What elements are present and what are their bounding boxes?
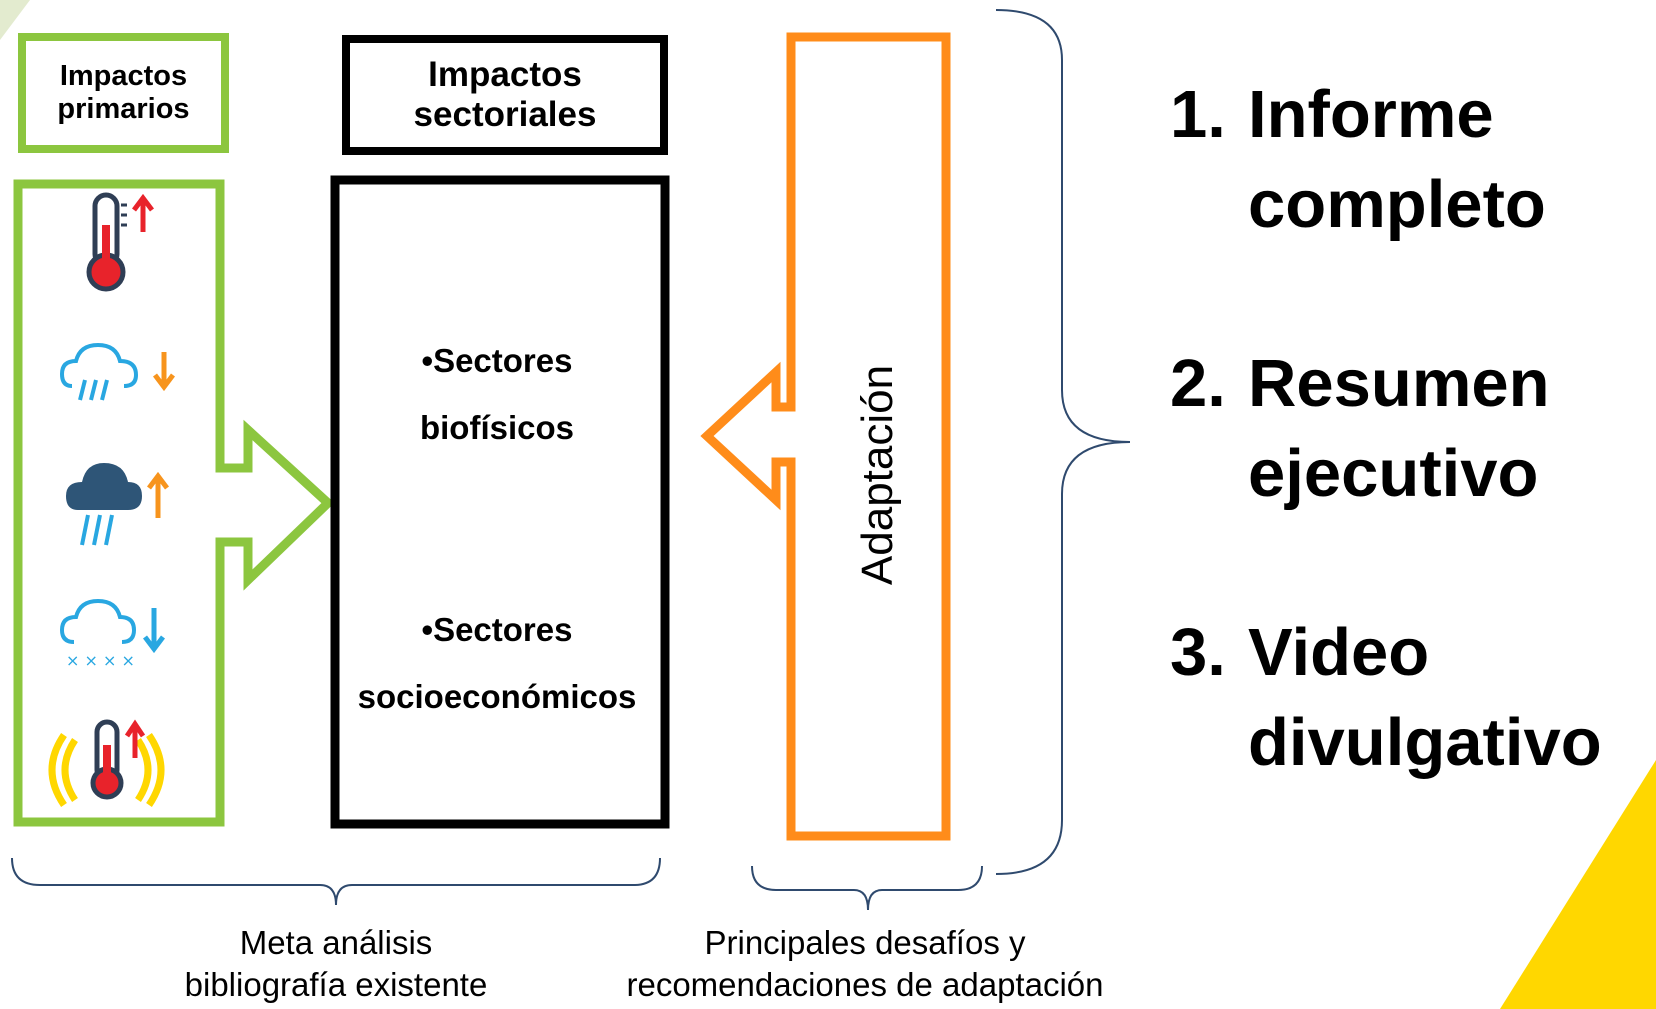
- thermometer-up-icon: [86, 192, 154, 292]
- sector-bullet: •Sectores: [421, 342, 573, 379]
- sector-name: biofísicos: [419, 409, 575, 446]
- primary-label-box: [18, 33, 229, 153]
- output-item-report: 1. Informe completo: [1170, 70, 1608, 250]
- sector-name: socioeconómicos: [357, 678, 637, 715]
- caption-adaptation-challenges: Principales desafíos y recomendaciones d…: [580, 922, 1150, 1006]
- caption-line: bibliografía existente: [184, 966, 488, 1003]
- sectoral-impacts-label: Impactos sectoriales: [413, 54, 597, 134]
- caption-meta-analysis: Meta análisis bibliografía existente: [136, 922, 536, 1006]
- primary-impacts-arrow: [13, 179, 335, 827]
- sector-item-socioeconomic: •Sectores socioeconómicos: [332, 596, 662, 730]
- caption-line: Principales desafíos y: [704, 924, 1026, 961]
- sector-label-box: [342, 35, 668, 155]
- outputs-list: 1. Informe completo 2. Resumen ejecutivo…: [1170, 70, 1608, 877]
- corner-decoration-yellow: [1500, 760, 1656, 1009]
- left-bottom-bracket: [11, 857, 661, 906]
- output-number: 2.: [1170, 346, 1226, 421]
- outputs-curly-brace: [995, 9, 1131, 875]
- snow-down-icon: × × × ×: [59, 598, 165, 670]
- caption-line: recomendaciones de adaptación: [626, 966, 1104, 1003]
- output-text: Informe completo: [1248, 77, 1546, 242]
- output-item-video: 3. Video divulgativo: [1170, 608, 1608, 788]
- caption-line: Meta análisis: [239, 924, 433, 961]
- svg-text:× × × ×: × × × ×: [66, 651, 135, 670]
- output-text: Resumen ejecutivo: [1248, 346, 1550, 511]
- sector-item-biophysical: •Sectores biofísicos: [332, 327, 662, 461]
- corner-decoration-top-left: [0, 0, 30, 40]
- storm-up-icon: [66, 463, 169, 546]
- output-number: 3.: [1170, 615, 1226, 690]
- output-text: Video divulgativo: [1248, 615, 1602, 780]
- rain-down-icon: [59, 342, 175, 401]
- output-item-summary: 2. Resumen ejecutivo: [1170, 339, 1608, 519]
- heatwave-up-icon: [48, 719, 165, 807]
- sector-bullet: •Sectores: [421, 611, 573, 648]
- output-number: 1.: [1170, 77, 1226, 152]
- adaptation-label: Adaptación: [853, 364, 902, 586]
- right-bottom-bracket: [751, 865, 983, 911]
- adaptation-arrow: [700, 32, 951, 841]
- primary-impacts-label: Impactos primarios: [57, 59, 190, 125]
- sector-main-box: [330, 175, 670, 829]
